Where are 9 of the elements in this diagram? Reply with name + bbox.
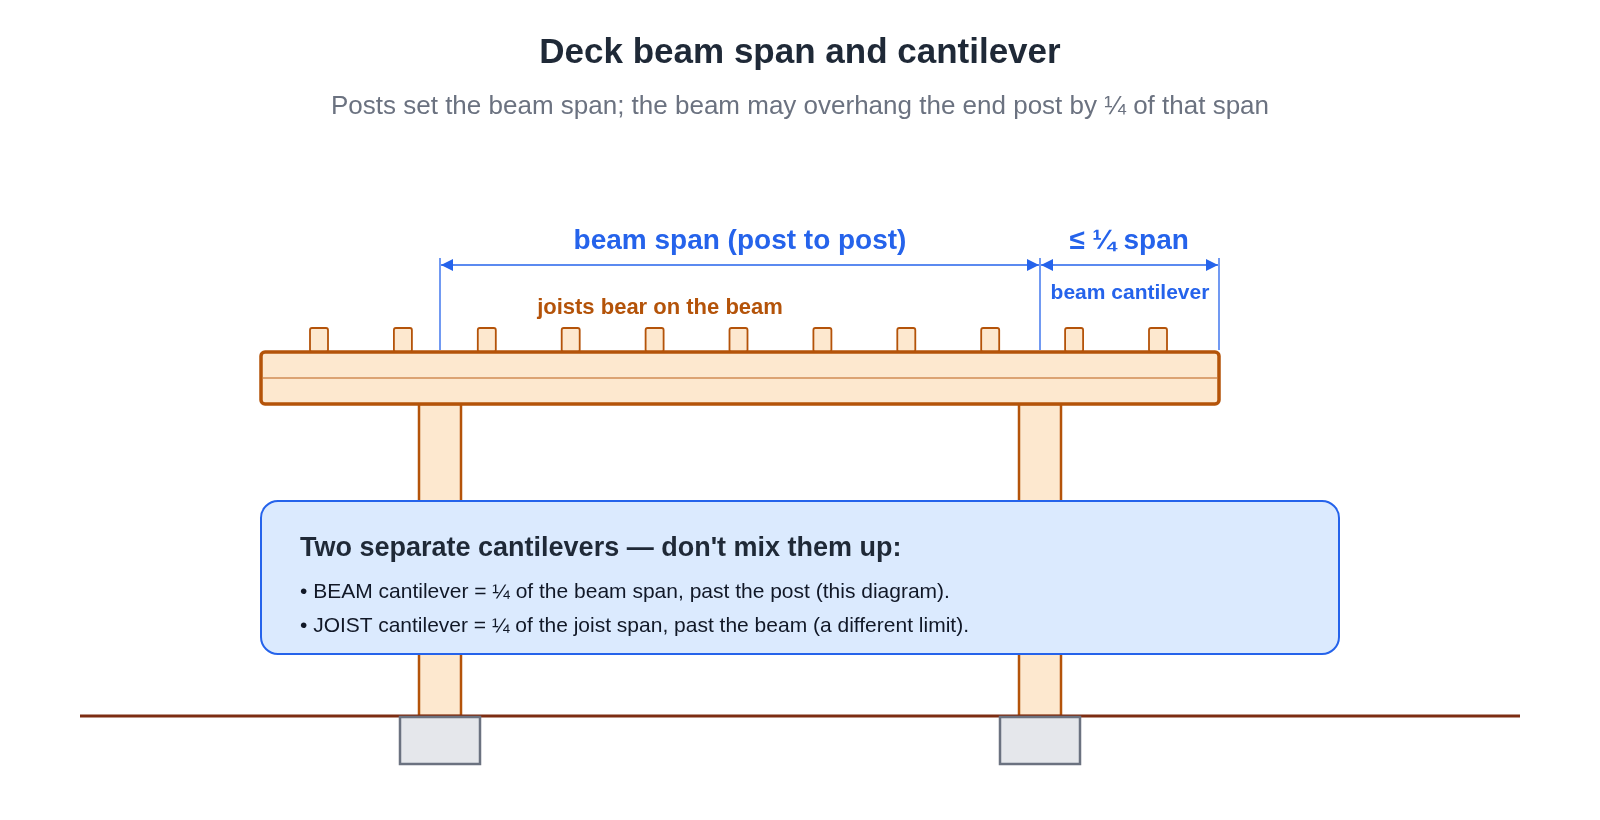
annotation-label: joists bear on the beam	[537, 294, 783, 320]
bullet-item: • BEAM cantilever = ¼ of the beam span, past the post (this diagram).	[300, 579, 950, 604]
subtitle: Posts set the beam span; the beam may overhang the end post by ¼ of that span	[331, 91, 1269, 121]
note-heading: Two separate cantilevers — don't mix them up:	[300, 532, 902, 564]
bullet-item: • JOIST cantilever = ¼ of the joist span, past the beam (a different limit).	[300, 613, 969, 638]
dimension-label: beam span (post to post)	[573, 223, 907, 257]
title: Deck beam span and cantilever	[539, 30, 1061, 72]
dimension-label: ≤ ¼ span	[1069, 223, 1189, 257]
note-box	[260, 500, 1340, 655]
